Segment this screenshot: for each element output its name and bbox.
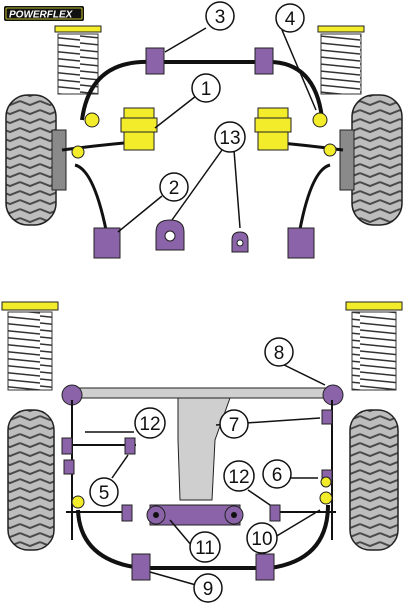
bush-left-lower-link [121,504,133,522]
callout-12-lower: 12 [223,460,255,492]
rear-left-tyre [7,409,55,551]
front-left-tyre [5,94,67,226]
bush-4-left [84,112,100,128]
bush-7 [321,409,333,425]
callout-4: 4 [275,3,305,33]
bush-3-left [145,47,165,75]
svg-text:4: 4 [285,9,296,30]
svg-text:11: 11 [195,538,215,559]
bush-2-left [93,227,121,259]
callout-12-upper: 12 [134,407,166,439]
link-bush-right-lower [323,143,337,157]
bush-12-left-inner [124,437,136,455]
bush-10-left [71,495,85,509]
bush-4-right [312,112,328,128]
callout-9: 9 [193,573,223,603]
callout-8: 8 [264,337,294,367]
bush-1-right [254,107,292,151]
callout-10: 10 [246,522,278,554]
front-axle-assembly [5,25,403,259]
callout-11: 11 [189,531,221,563]
callout-13: 13 [214,121,246,153]
bush-1-left [120,107,158,151]
front-left-spring [54,25,102,95]
rear-centre-member [177,397,231,501]
svg-text:8: 8 [274,343,285,364]
bush-9-right [255,553,275,581]
rear-anti-roll-bar [76,504,330,570]
callout-6: 6 [262,459,292,489]
callout-5: 5 [89,477,119,507]
callout-2: 2 [159,172,189,202]
svg-text:5: 5 [99,483,110,504]
svg-text:1: 1 [201,79,212,100]
front-right-tyre [339,94,403,226]
svg-text:6: 6 [272,465,283,486]
callout-7: 7 [219,409,249,439]
svg-text:12: 12 [228,467,249,488]
front-right-spring [317,25,365,95]
rear-crossmember [73,387,333,399]
svg-text:7: 7 [229,415,240,436]
link-bush-left-lower [71,145,85,159]
logo-text: POWERFLEX [9,10,74,21]
svg-text:12: 12 [139,414,160,435]
rear-right-spring [345,301,403,391]
bush-5 [63,459,75,475]
callout-3: 3 [205,1,235,31]
svg-text:2: 2 [169,178,180,199]
bush-9-left [131,553,151,581]
svg-text:10: 10 [251,529,272,550]
bush-2-right [287,227,315,259]
bush-12-right-inner [269,504,281,522]
bush-12-left-outer [61,437,73,455]
bush-10-right [319,491,333,505]
svg-text:13: 13 [219,128,240,149]
rear-right-tyre [349,409,399,551]
leader-lines [85,27,326,586]
powerflex-logo: POWERFLEX [4,6,84,21]
rear-axle-assembly [1,301,403,581]
svg-text:3: 3 [215,7,226,28]
front-right-arm [269,140,344,241]
bush-3-right [254,47,274,75]
callout-1: 1 [191,73,221,103]
rear-left-spring [1,301,59,391]
front-left-arm [61,140,136,241]
svg-text:9: 9 [203,579,214,600]
